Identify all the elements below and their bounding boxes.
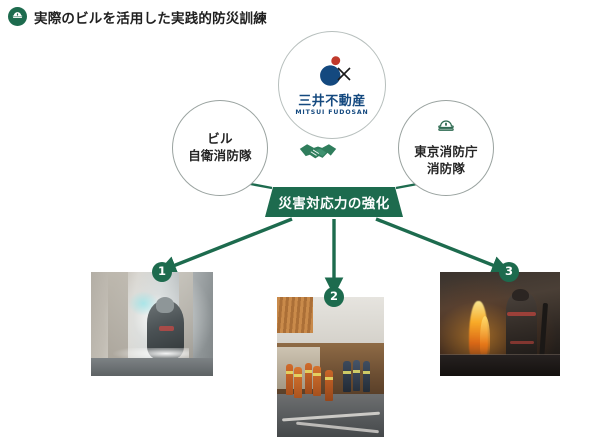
- output-photo-3: [440, 272, 560, 376]
- mitsui-name-en: MITSUI FUDOSAN: [295, 109, 369, 117]
- goal-banner: 災害対応力の強化: [265, 187, 403, 217]
- fire-helmet-icon: [436, 119, 456, 140]
- node-mitsui-fudosan: 三井不動産 MITSUI FUDOSAN: [278, 31, 386, 139]
- output-photo-2: [277, 297, 384, 437]
- output-badge-1: 1: [152, 262, 172, 282]
- page-title: 実際のビルを活用した実践的防災訓練: [34, 10, 267, 27]
- output-badge-2: 2: [324, 287, 344, 307]
- handshake-icon: [299, 144, 337, 159]
- left-node-line-2: 自衛消防隊: [188, 148, 252, 163]
- right-node-line-2: 消防隊: [426, 160, 466, 176]
- output-photo-1: [91, 272, 213, 376]
- mitsui-fudosan-logo: [309, 53, 355, 93]
- output-badge-3: 3: [499, 262, 519, 282]
- right-node-line-1: 東京消防庁: [414, 143, 478, 159]
- arrow-to-output-3: [375, 217, 511, 274]
- page-header: 実際のビルを活用した実践的防災訓練: [0, 0, 600, 33]
- node-building-fire-brigade: ビル 自衛消防隊: [172, 100, 268, 196]
- goal-banner-label: 災害対応力の強化: [278, 196, 390, 212]
- fire-helmet-icon: [8, 7, 27, 26]
- node-tokyo-fire-department: 東京消防庁 消防隊: [398, 100, 494, 196]
- mitsui-name-jp: 三井不動産: [298, 94, 366, 110]
- left-node-line-1: ビル: [207, 131, 233, 147]
- arrow-to-output-1: [157, 217, 293, 274]
